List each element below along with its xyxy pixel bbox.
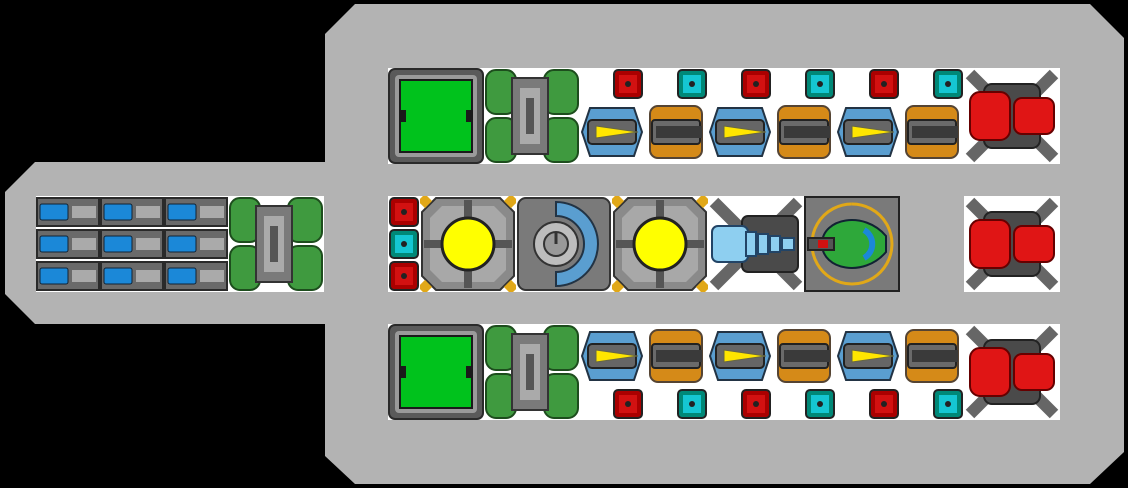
blue-cannon-top-1[interactable] [580,100,644,164]
red-cap-bottom-3[interactable] [868,388,900,420]
green-panel [399,79,473,153]
blue-cannon-top-2[interactable] [708,100,772,164]
orange-cannon-top-2[interactable] [772,100,836,164]
red-cap-bottom-1[interactable] [612,388,644,420]
battery-cell-3[interactable] [164,196,228,228]
green-block-bottom[interactable] [388,324,484,420]
green-tank-top[interactable] [484,68,580,164]
cyan-cap-top-2[interactable] [804,68,836,100]
blue-drill[interactable] [708,196,804,292]
red-cap-bottom-2[interactable] [740,388,772,420]
red-thruster-mid[interactable] [964,196,1060,292]
battery-cell-2[interactable] [100,196,164,228]
cyan-cap-bottom-1[interactable] [676,388,708,420]
green-block-top[interactable] [388,68,484,164]
blue-cannon-bottom-2[interactable] [708,324,772,388]
red-cap-top-2[interactable] [740,68,772,100]
green-tank-left[interactable] [228,196,324,292]
yellow-reactor-2[interactable] [612,196,708,292]
green-panel [399,335,473,409]
orange-cannon-top-1[interactable] [644,100,708,164]
orange-cannon-bottom-2[interactable] [772,324,836,388]
battery-cell-6[interactable] [164,228,228,260]
red-thruster-bottom[interactable] [964,324,1060,420]
red-cap-mid-2[interactable] [388,260,420,292]
cyan-cap-bottom-3[interactable] [932,388,964,420]
shield-generator[interactable] [516,196,612,292]
cyan-cap-top-3[interactable] [932,68,964,100]
cyan-cap-bottom-2[interactable] [804,388,836,420]
red-cap-top-1[interactable] [612,68,644,100]
battery-cell-4[interactable] [36,228,100,260]
battery-cell-7[interactable] [36,260,100,292]
cyan-cap-top-1[interactable] [676,68,708,100]
battery-cell-9[interactable] [164,260,228,292]
red-thruster-top[interactable] [964,68,1060,164]
blue-cannon-bottom-3[interactable] [836,324,900,388]
reactor-core [440,216,496,272]
orange-cannon-top-3[interactable] [900,100,964,164]
green-tank-bottom[interactable] [484,324,580,420]
battery-cell-5[interactable] [100,228,164,260]
battery-cell-1[interactable] [36,196,100,228]
blue-cannon-top-3[interactable] [836,100,900,164]
blue-cannon-bottom-1[interactable] [580,324,644,388]
orange-cannon-bottom-3[interactable] [900,324,964,388]
red-cap-mid-1[interactable] [388,196,420,228]
yellow-reactor-1[interactable] [420,196,516,292]
cyan-cap-mid[interactable] [388,228,420,260]
reactor-core [632,216,688,272]
battery-cell-8[interactable] [100,260,164,292]
green-turret[interactable] [804,196,900,292]
orange-cannon-bottom-1[interactable] [644,324,708,388]
red-cap-top-3[interactable] [868,68,900,100]
